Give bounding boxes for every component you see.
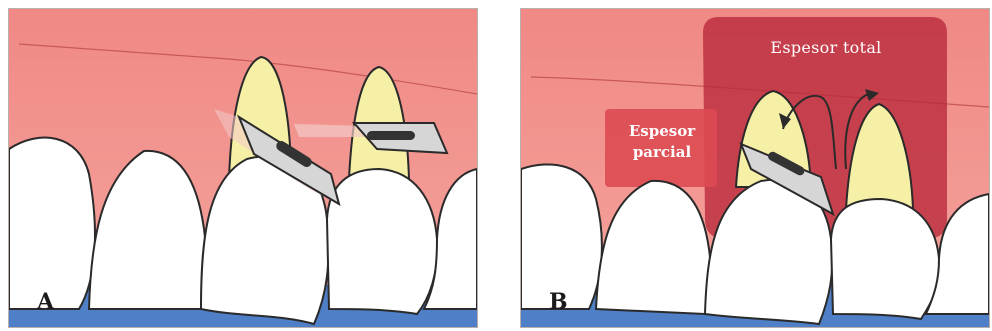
panel-a: A [8,8,478,328]
panel-letter-b: B [549,289,568,315]
panel-b: Espesor total Espesor parcial B [520,8,990,328]
tooth-1 [9,138,95,309]
full-thickness-label: Espesor total [751,37,901,58]
partial-thickness-label: Espesor parcial [621,121,703,163]
tooth-4 [327,169,437,314]
tooth-4 [831,199,939,319]
panel-a-illustration [9,9,477,327]
tooth-1 [521,164,602,309]
panel-letter-a: A [37,289,54,315]
